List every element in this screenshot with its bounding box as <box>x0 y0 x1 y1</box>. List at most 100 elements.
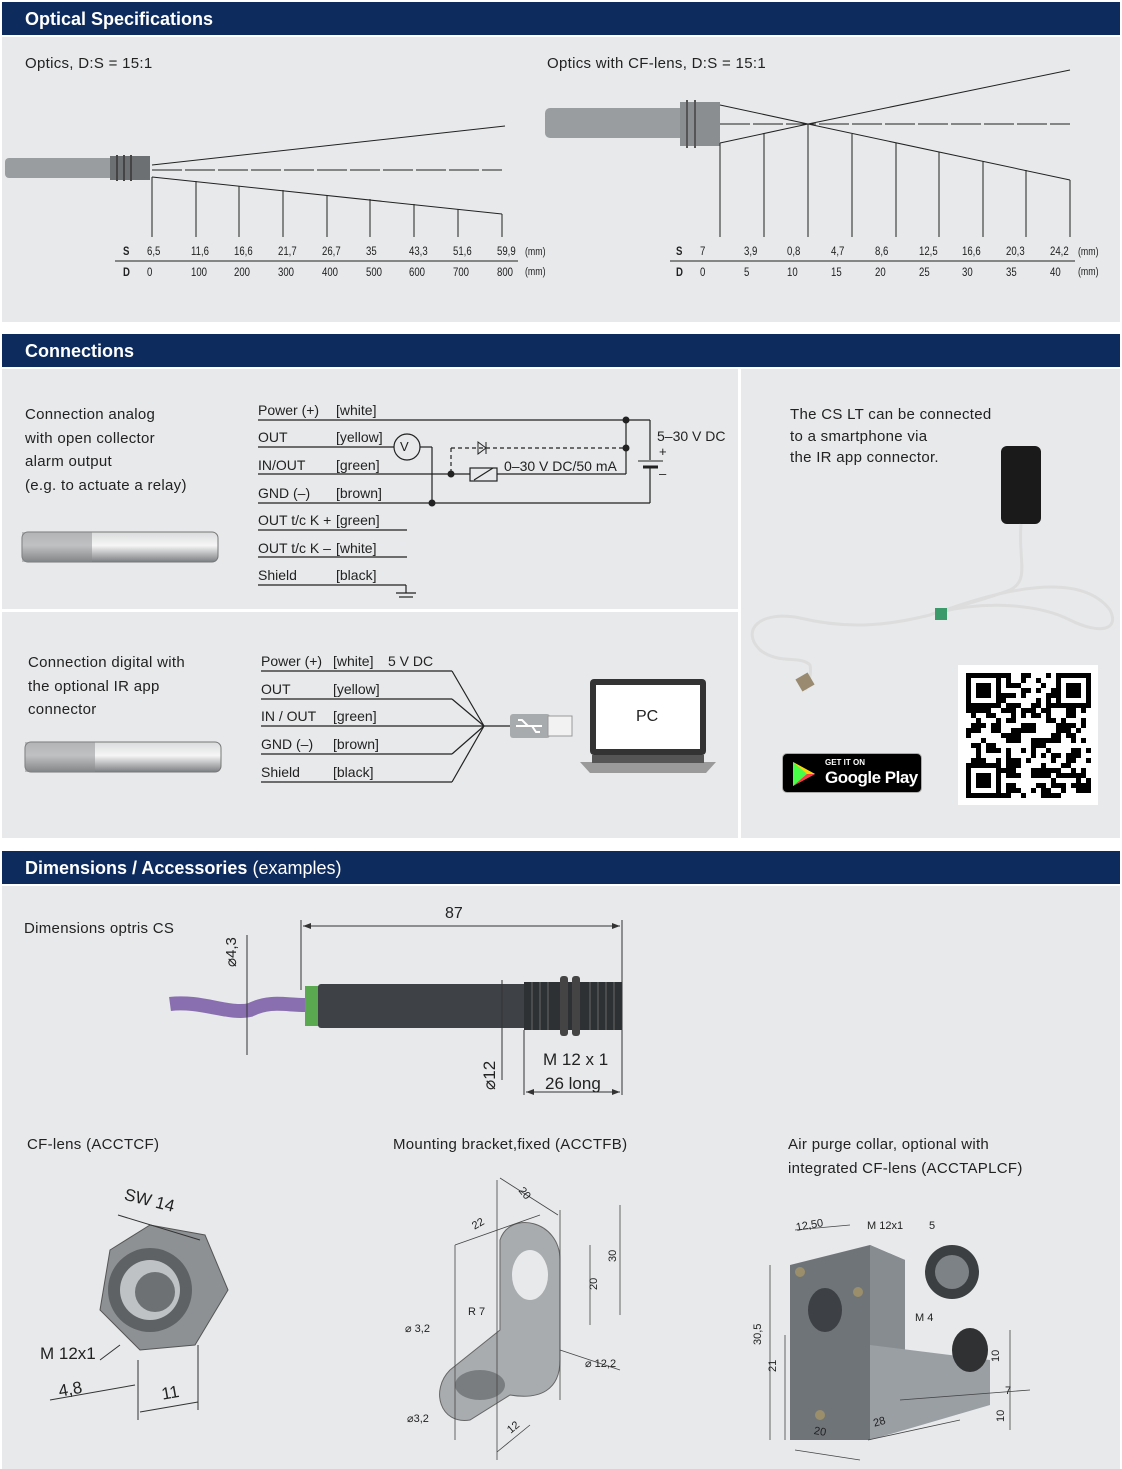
distance-value: 500 <box>365 265 382 279</box>
wire-name: GND (–) <box>261 736 314 752</box>
dimension-label: ⌀ 3,2 <box>405 1323 430 1335</box>
unit-label: (mm) <box>1078 266 1099 278</box>
wire-name: IN / OUT <box>261 708 317 724</box>
sensor-dimension-drawing <box>169 920 623 1095</box>
qr-code[interactable] <box>958 665 1098 805</box>
spot-size-value: 26,7 <box>321 244 341 258</box>
wire-color: [black] <box>333 764 374 780</box>
supply-voltage: 5–30 V DC <box>657 428 726 444</box>
d-row-label: D <box>123 265 130 279</box>
distance-value: 40 <box>1049 265 1061 279</box>
spot-size-value: 16,6 <box>234 244 254 258</box>
optics-cf-title: Optics with CF-lens, D:S = 15:1 <box>547 55 766 72</box>
dimension-label: M 12x1 <box>40 1344 96 1363</box>
wire-name: OUT <box>258 429 288 445</box>
badge-small-text: GET IT ON <box>825 758 865 767</box>
smartphone-cable-image <box>750 446 1114 692</box>
google-play-badge[interactable]: GET IT ON Google Play <box>782 753 922 793</box>
distance-value: 15 <box>831 265 842 279</box>
spot-size-value: 0,8 <box>787 244 801 258</box>
spot-size-value: 43,3 <box>409 244 428 258</box>
analog-panel <box>2 369 738 609</box>
spot-size-value: 6,5 <box>147 244 161 258</box>
spot-size-value: 7 <box>700 244 706 258</box>
spot-size-value: 4,7 <box>831 244 845 258</box>
spot-size-value: 8,6 <box>874 244 889 258</box>
distance-value: 25 <box>918 265 930 279</box>
digital-voltage: 5 V DC <box>388 653 434 669</box>
wire-color: [green] <box>333 708 377 724</box>
dimension-label: 10 <box>995 1409 1007 1422</box>
dimension-label: 5 <box>929 1220 936 1232</box>
distance-value: 700 <box>452 265 469 279</box>
sensor-images <box>21 416 716 783</box>
wire-name: Shield <box>258 567 297 583</box>
d-row-label: D <box>676 265 683 279</box>
dimension-label: 20 <box>588 1277 600 1290</box>
digital-description: Connection digital with the optional IR … <box>28 654 185 718</box>
dimension-label: M 12x1 <box>867 1220 904 1232</box>
optical-panel <box>2 37 1120 322</box>
distance-value: 100 <box>190 265 207 279</box>
smartphone-text: The CS LT can be connected to a smartpho… <box>790 406 992 466</box>
distance-value: 30 <box>962 265 973 279</box>
section-header-optical: Optical Specifications <box>2 2 1120 35</box>
dimension-label: 11 <box>160 1381 181 1404</box>
spot-size-value: 16,6 <box>962 244 981 258</box>
voltmeter-label: V <box>400 439 409 454</box>
distance-value: 0 <box>700 265 706 279</box>
air-purge-caption: Air purge collar, optional with integrat… <box>788 1136 1023 1177</box>
dimension-label: ⌀3,2 <box>407 1413 429 1425</box>
dimension-label: M 4 <box>915 1312 934 1324</box>
wire-name: OUT t/c K + <box>258 512 332 528</box>
wire-color: [yellow] <box>333 681 380 697</box>
wire-name: Shield <box>261 764 300 780</box>
dimensions-title: Dimensions optris CS <box>24 920 175 937</box>
distance-value: 35 <box>1005 265 1017 279</box>
wire-color: [brown] <box>336 485 382 501</box>
wire-color: [brown] <box>333 736 379 752</box>
dimension-label: 20 <box>812 1425 828 1439</box>
wire-name: OUT t/c K – <box>258 540 331 556</box>
laptop-icon <box>580 679 716 773</box>
distance-value: 300 <box>278 265 295 279</box>
analog-description: Connection analog with open collector al… <box>25 406 187 494</box>
cf-lens-caption: CF-lens (ACCTCF) <box>27 1136 160 1153</box>
wire-name: OUT <box>261 681 291 697</box>
thread-size: M 12 x 1 <box>543 1050 609 1069</box>
bracket-caption: Mounting bracket,fixed (ACCTFB) <box>393 1136 628 1153</box>
optics-diagram-standard <box>5 69 1075 262</box>
distance-value: 20 <box>874 265 886 279</box>
wire-color: [white] <box>336 402 377 418</box>
section-title: Connections <box>25 341 135 361</box>
dimension-label: 30,5 <box>752 1323 764 1345</box>
spot-size-value: 21,7 <box>278 244 297 258</box>
dimension-label: 21 <box>767 1359 779 1372</box>
dimension-label: ⌀ 12,2 <box>585 1358 617 1370</box>
badge-big-text: Google Play <box>825 768 918 787</box>
minus-sign: – <box>659 466 667 481</box>
wire-name: IN/OUT <box>258 457 306 473</box>
pc-label: PC <box>636 708 659 725</box>
relay-rating: 0–30 V DC/50 mA <box>504 458 617 474</box>
wire-color: [green] <box>336 512 380 528</box>
s-row-label: S <box>676 244 683 258</box>
distance-value: 600 <box>409 265 426 279</box>
spot-size-value: 51,6 <box>452 244 472 258</box>
dimension-label: 10 <box>990 1349 1002 1362</box>
distance-value: 400 <box>321 265 338 279</box>
wire-color: [black] <box>336 567 377 583</box>
wire-name: Power (+) <box>261 653 323 669</box>
spot-size-value: 11,6 <box>190 244 209 258</box>
dimension-label: 7 <box>1005 1385 1012 1397</box>
section-subtitle: (examples) <box>252 858 342 878</box>
thread-length: 26 long <box>545 1074 601 1093</box>
s-row-label: S <box>123 244 130 258</box>
plus-sign: + <box>659 444 667 459</box>
section-header-dimensions: Dimensions / Accessories (examples) <box>2 851 1120 884</box>
unit-label: (mm) <box>1078 246 1099 258</box>
section-title: Dimensions / Accessories <box>25 858 248 878</box>
distance-value: 10 <box>787 265 799 279</box>
spot-size-value: 12,5 <box>918 244 938 258</box>
